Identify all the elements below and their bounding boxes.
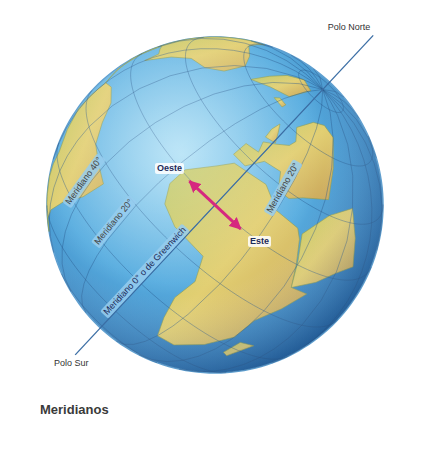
pole-label: Polo Norte bbox=[327, 22, 372, 33]
direction-label: Este bbox=[248, 236, 271, 247]
caption: Meridianos bbox=[40, 402, 109, 417]
axis-line bbox=[75, 35, 373, 355]
west-east-arrow bbox=[189, 181, 240, 229]
globe-shading bbox=[47, 37, 383, 373]
ocean-sphere bbox=[47, 37, 383, 373]
graticule-lines bbox=[47, 37, 383, 372]
earth-axis bbox=[75, 35, 373, 355]
shading bbox=[47, 37, 383, 373]
ocean bbox=[47, 37, 383, 373]
pole-label: Polo Sur bbox=[53, 358, 90, 369]
direction-label: Oeste bbox=[155, 163, 184, 174]
graticule bbox=[47, 37, 383, 372]
double-arrow bbox=[189, 181, 240, 229]
